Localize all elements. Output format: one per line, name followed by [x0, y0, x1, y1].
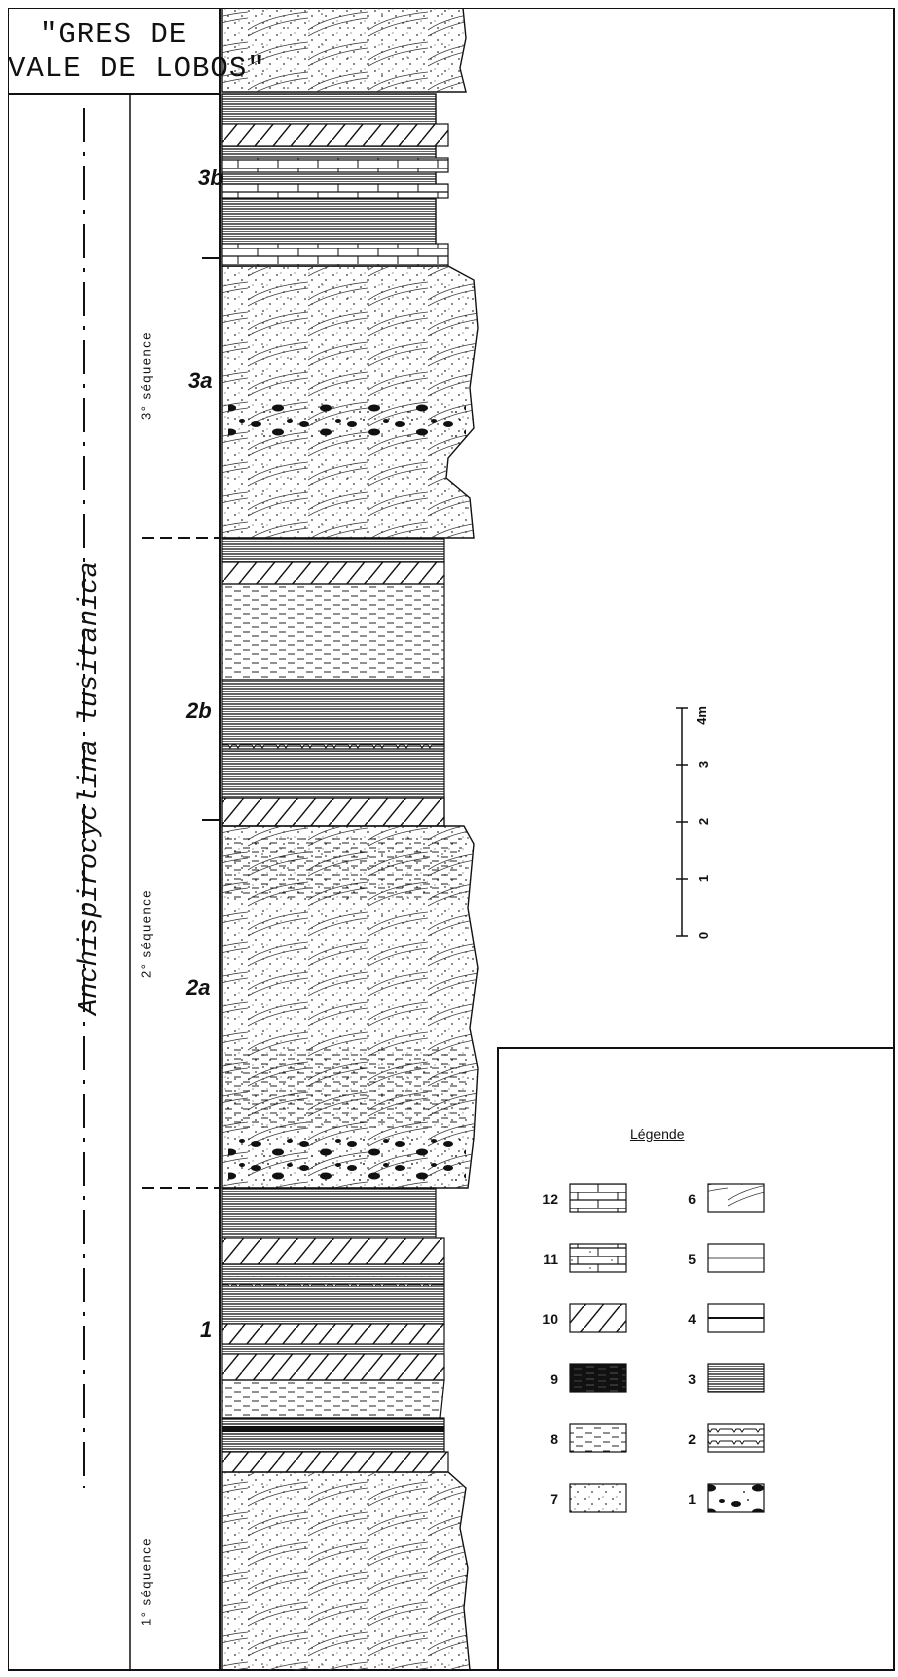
- unit-label-2b: 2b: [186, 698, 212, 723]
- unit-label-1: 1: [200, 1317, 213, 1342]
- unit-boundaries: [202, 257, 220, 821]
- sequence-label-2: 2° séquence: [138, 889, 154, 978]
- legend-num-9: 9: [550, 1371, 558, 1387]
- scale-tick-0: 0: [696, 931, 712, 940]
- scale-tick-1: 1: [696, 874, 712, 883]
- legend-swatch-9: [569, 1363, 627, 1393]
- legend-swatch-10: [569, 1303, 627, 1333]
- legend-swatch-1: [707, 1483, 765, 1513]
- legend-num-6: 6: [688, 1191, 696, 1207]
- formation-label-line1: "GRES DE: [40, 18, 188, 51]
- legend-num-7: 7: [550, 1491, 558, 1507]
- scale-bar: [676, 707, 688, 937]
- bed-2b-laminated: [221, 679, 445, 799]
- sequence-boundaries: [142, 537, 220, 1189]
- legend-num-10: 10: [542, 1311, 558, 1327]
- legend-title: Légende: [630, 1126, 685, 1142]
- legend-num-11: 11: [543, 1251, 558, 1267]
- unit-label-2a: 2a: [186, 975, 211, 1000]
- bed-3a-conglomerate: [228, 403, 466, 443]
- legend-swatch-2: [707, 1423, 765, 1453]
- legend-num-12: 12: [542, 1191, 558, 1207]
- bed-1-laminated-upper: [221, 1187, 437, 1239]
- sequence-label-1: 1° séquence: [138, 1537, 154, 1626]
- legend-swatch-4: [707, 1303, 765, 1333]
- unit-label-3b: 3b: [198, 165, 224, 190]
- legend-num-1: 1: [688, 1491, 696, 1507]
- legend-swatch-11: [569, 1243, 627, 1273]
- bed-3b-alternations: [221, 93, 437, 267]
- legend-swatches: [569, 1183, 765, 1513]
- formation-label-line2: VALE DE LOBOS": [8, 52, 266, 85]
- stratigraphic-column-figure: [7, 7, 895, 1671]
- figure-frame: [7, 7, 896, 1672]
- legend-num-2: 2: [688, 1431, 696, 1447]
- scale-tick-3: 3: [696, 760, 712, 769]
- legend-num-8: 8: [550, 1431, 558, 1447]
- legend-swatch-12: [569, 1183, 627, 1213]
- stratigraphic-column: [221, 7, 479, 1671]
- scale-tick-2: 2: [696, 817, 712, 826]
- legend-swatch-6: [707, 1183, 765, 1213]
- legend-swatch-8: [569, 1423, 627, 1453]
- sequence-label-3: 3° séquence: [138, 331, 154, 420]
- legend-swatch-5: [707, 1243, 765, 1273]
- bed-1-cross-bedded: [221, 1379, 445, 1419]
- unit-label-3a: 3a: [188, 368, 213, 393]
- legend-swatch-7: [569, 1483, 627, 1513]
- bed-2a-conglomerate: [228, 1138, 466, 1184]
- bed-3b-limestone: [221, 243, 449, 267]
- legend-swatch-3: [707, 1363, 765, 1393]
- legend-box: [497, 1047, 895, 1671]
- bed-2b-dolomite-lower: [221, 797, 445, 827]
- legend-num-5: 5: [688, 1251, 696, 1267]
- species-label: Anchispirocyclina lusitanica: [75, 561, 105, 1015]
- bed-2b-dolomite-upper: [221, 561, 445, 585]
- bed-3b-dolomite: [221, 123, 449, 147]
- scale-tick-4m: 4m: [693, 706, 709, 725]
- bed-2b-silty: [221, 583, 445, 681]
- legend-num-3: 3: [688, 1371, 696, 1387]
- legend-num-4: 4: [688, 1311, 696, 1327]
